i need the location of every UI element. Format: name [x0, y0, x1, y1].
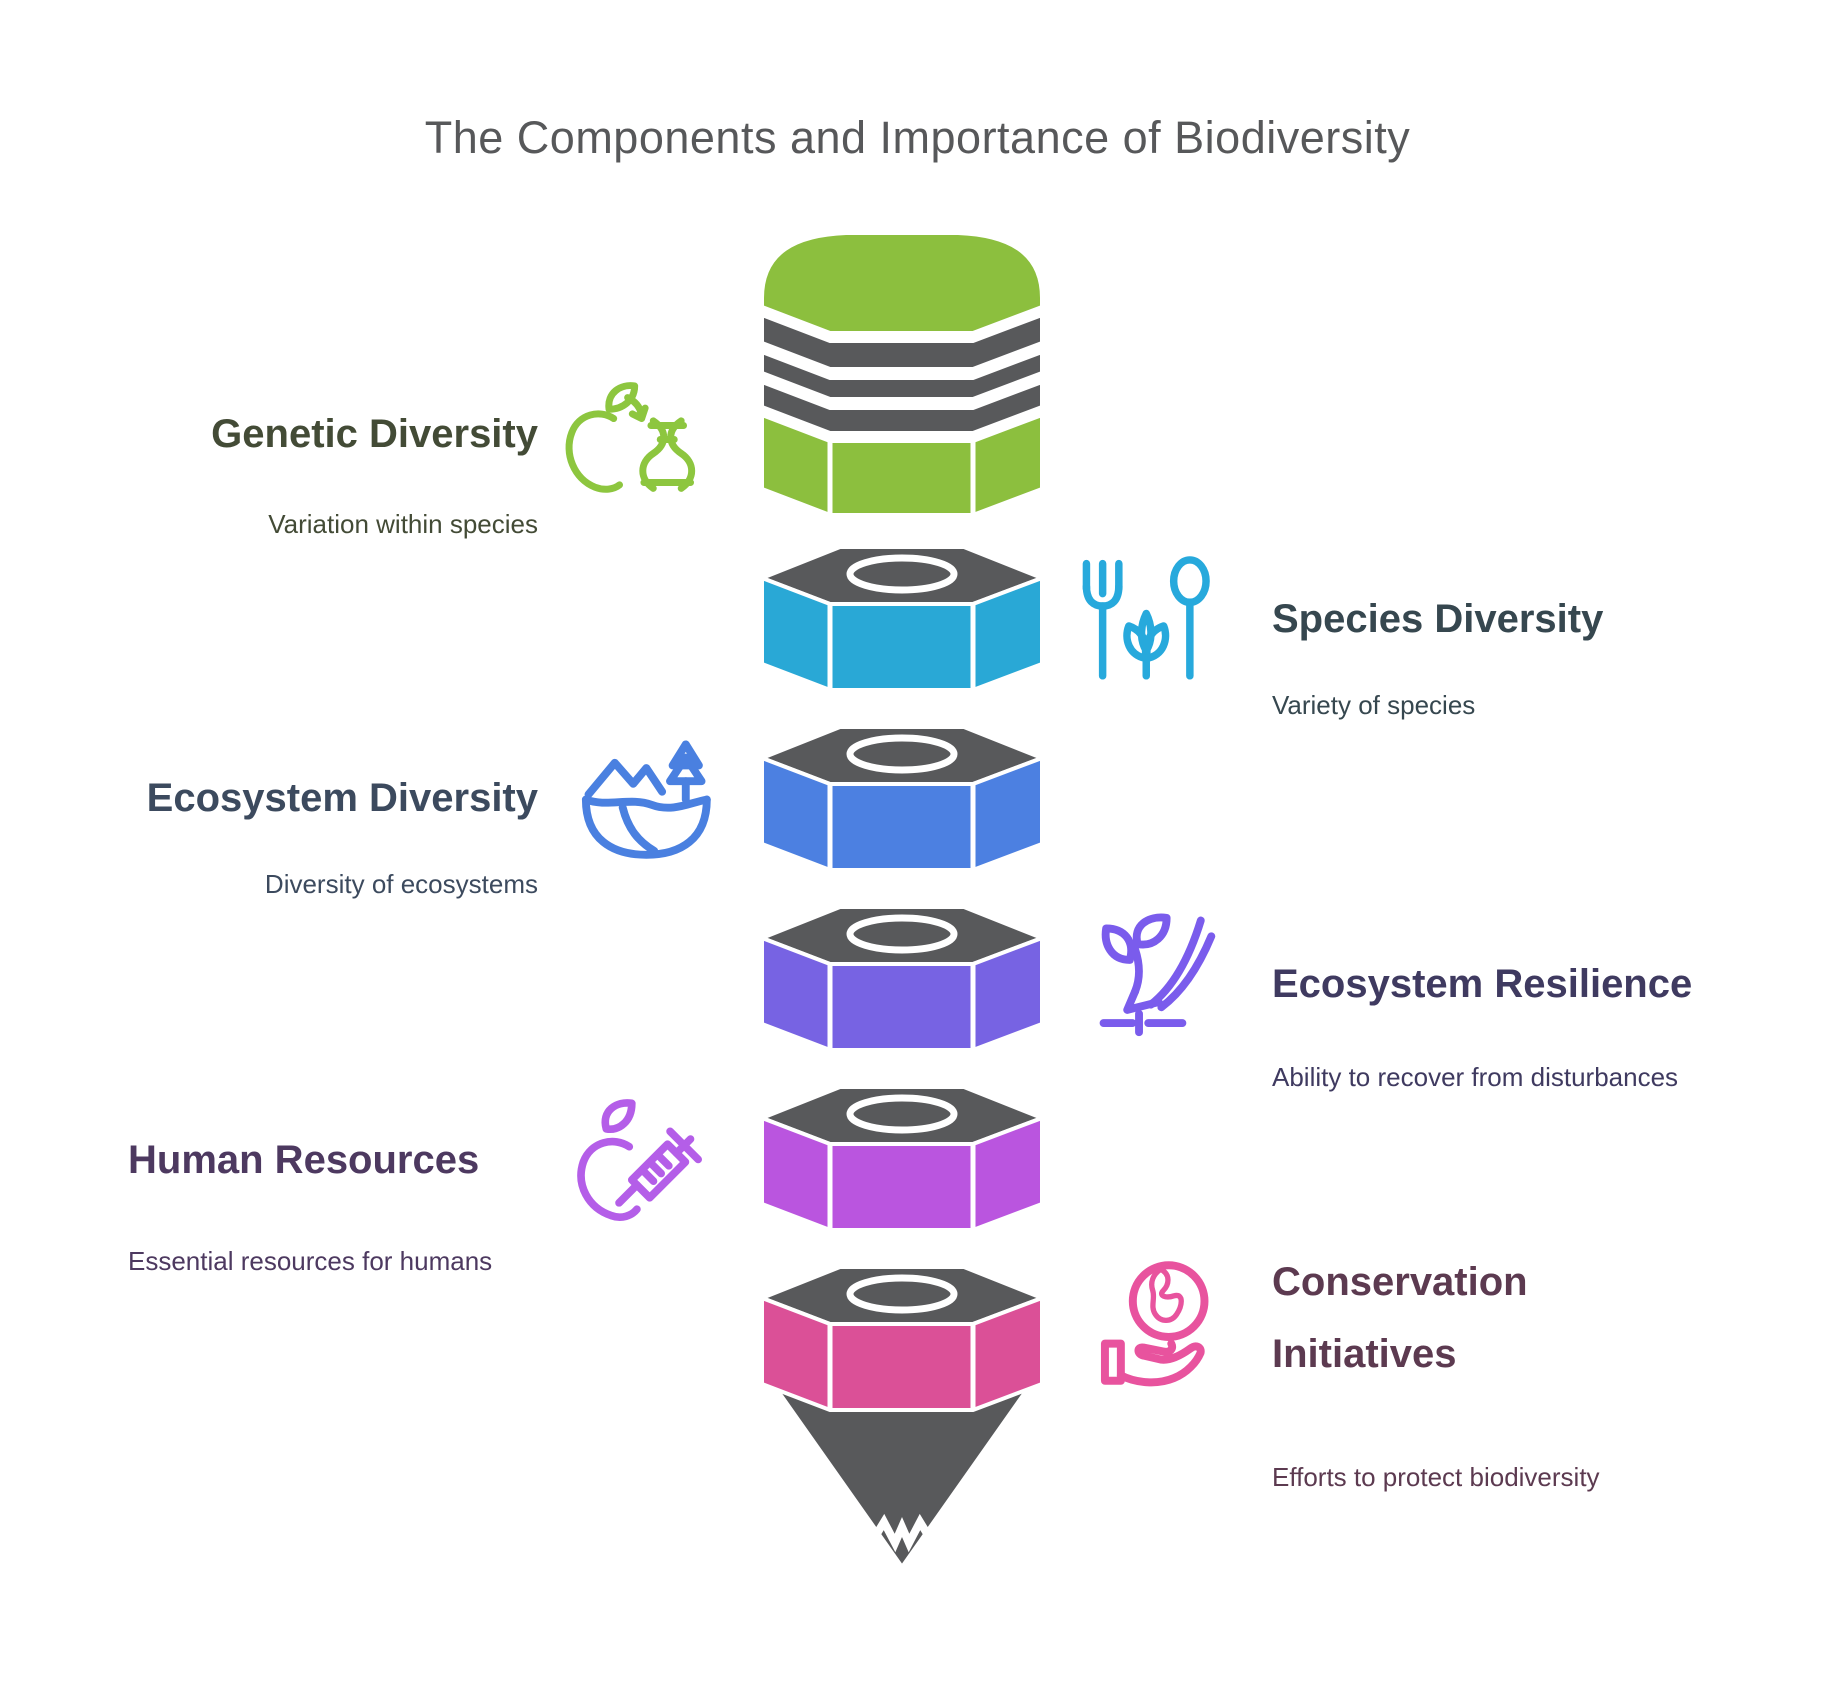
segment-genetic-diversity: [760, 412, 1044, 517]
apple-dna-icon: [565, 382, 696, 493]
mountains-tree-globe-icon: [581, 740, 711, 859]
segment-human-resources: [756, 1085, 1048, 1232]
globe-in-hand-icon: [1100, 1261, 1209, 1387]
species-diversity-title: Species Diversity: [1272, 597, 1604, 641]
segment-ecosystem-diversity: [756, 725, 1048, 872]
pencil-hole-ellipse: [846, 1094, 958, 1134]
pencil-hole-ellipse: [846, 1274, 958, 1314]
genetic-diversity-title: Genetic Diversity: [211, 412, 538, 456]
ecosystem-resilience-subtitle: Ability to recover from disturbances: [1272, 1062, 1679, 1092]
pencil-eraser-segment: [760, 231, 1044, 517]
pencil-hole-ellipse: [846, 734, 958, 774]
human-resources-subtitle: Essential resources for humans: [128, 1246, 493, 1276]
human-resources-title: Human Resources: [128, 1138, 480, 1182]
fork-plant-spoon-icon: [1082, 556, 1210, 680]
species-diversity-subtitle: Variety of species: [1272, 690, 1476, 720]
conservation-initiatives-title-line1: Conservation: [1272, 1260, 1528, 1304]
segment-species-diversity: [756, 545, 1048, 692]
pencil-lead-zigzag: [866, 1513, 938, 1553]
genetic-diversity-subtitle: Variation within species: [268, 509, 538, 539]
segment-ecosystem-resilience: [756, 905, 1048, 1052]
eraser-ferrule: [760, 312, 1044, 435]
ecosystem-resilience-title: Ecosystem Resilience: [1272, 962, 1693, 1006]
bent-sprout-icon: [1099, 913, 1216, 1037]
ecosystem-diversity-subtitle: Diversity of ecosystems: [264, 869, 538, 899]
pencil-hole-ellipse: [846, 554, 958, 594]
page-title: The Components and Importance of Biodive…: [424, 112, 1411, 163]
apple-syringe-icon: [577, 1099, 702, 1221]
segment-conservation-initiatives: [756, 1265, 1048, 1412]
ecosystem-diversity-title: Ecosystem Diversity: [146, 776, 538, 820]
conservation-initiatives-subtitle: Efforts to protect biodiversity: [1272, 1462, 1600, 1492]
eraser-dome: [760, 231, 1044, 335]
conservation-initiatives-title-line2: Initiatives: [1272, 1332, 1457, 1376]
pencil-hole-ellipse: [846, 914, 958, 954]
